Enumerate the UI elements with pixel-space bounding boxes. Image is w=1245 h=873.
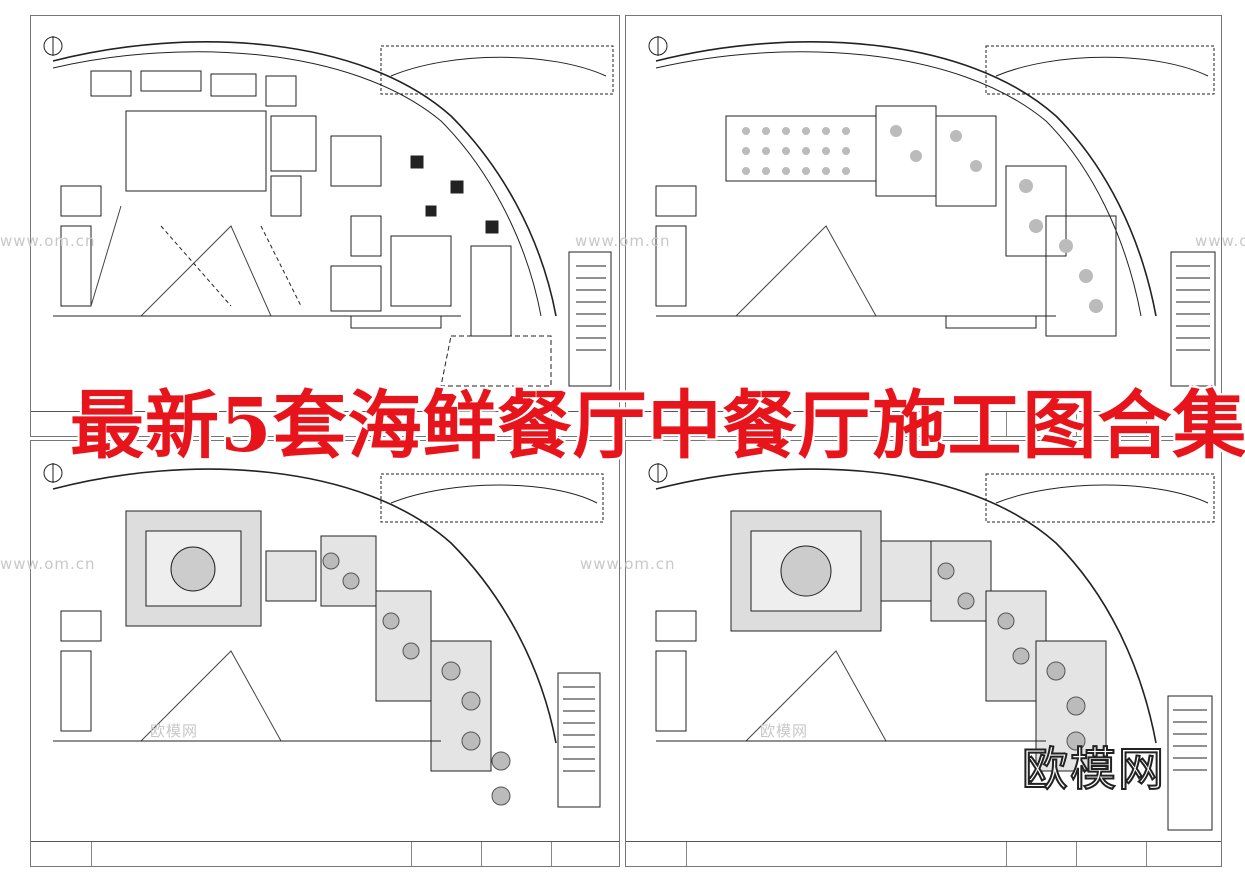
watermark-url: www.om.cn bbox=[0, 555, 96, 573]
watermark-url: www.om.cn bbox=[580, 555, 676, 573]
headline-banner: 最新5套海鲜餐厅中餐厅施工图合集 bbox=[70, 383, 1245, 469]
floor-plan-drawing bbox=[648, 463, 1215, 831]
title-block bbox=[626, 841, 1221, 866]
watermark-url: www.om.cn bbox=[0, 232, 96, 250]
watermark-brand: 欧模网 bbox=[150, 722, 199, 740]
drawing-sheet-bottom-right bbox=[625, 440, 1222, 867]
floor-plan-drawing bbox=[648, 36, 1216, 387]
drawing-sheet-bottom-left bbox=[30, 440, 620, 867]
title-block bbox=[31, 411, 619, 436]
watermark-url: www.om.cn bbox=[575, 232, 671, 250]
drawing-sheet-top-right bbox=[625, 15, 1222, 437]
floor-plan-drawing bbox=[43, 463, 604, 808]
floor-plan-drawing bbox=[43, 36, 614, 387]
brand-logo-stamp: 欧模网 bbox=[1021, 741, 1166, 797]
title-block bbox=[31, 841, 619, 866]
drawing-sheet-top-left bbox=[30, 15, 620, 437]
watermark-brand: 欧模网 bbox=[760, 722, 809, 740]
title-block bbox=[626, 411, 1221, 436]
watermark-url: www.om.cn bbox=[1195, 232, 1245, 250]
